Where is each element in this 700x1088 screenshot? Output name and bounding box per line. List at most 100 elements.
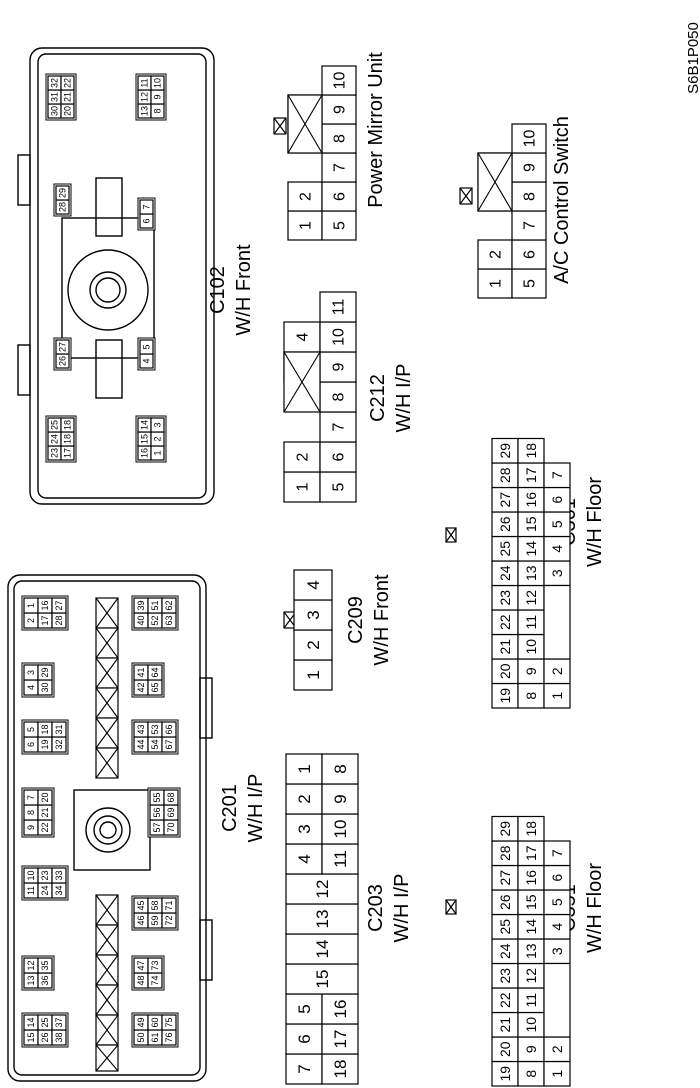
c102-pin: 13: [137, 103, 152, 119]
c201-pin: 14: [23, 1014, 39, 1031]
c212-pin: 5: [319, 471, 357, 503]
c201-pin: 29: [37, 664, 53, 681]
c201-pin: 31: [51, 721, 67, 738]
svg-text:49: 49: [136, 1017, 146, 1027]
ac-switch-pin: 8: [511, 181, 547, 212]
c102-pin: 16: [137, 445, 152, 461]
c212-pin: 4: [283, 321, 321, 353]
c201-pin: 76: [161, 1029, 177, 1046]
svg-text:1: 1: [298, 221, 315, 230]
svg-text:50: 50: [136, 1032, 146, 1042]
svg-text:13: 13: [523, 565, 539, 581]
c201-pin: 46: [133, 912, 149, 929]
c351-pin: 10: [517, 1011, 545, 1038]
c361-pin: 21: [491, 633, 519, 660]
svg-text:57: 57: [152, 822, 162, 832]
c201-pin: 53: [147, 721, 163, 738]
svg-text:20: 20: [497, 663, 513, 679]
c361-pin: 23: [491, 584, 519, 611]
c203-pin: 16: [321, 993, 359, 1025]
svg-text:51: 51: [150, 600, 160, 610]
svg-text:21: 21: [40, 807, 50, 817]
c201-pin: 72: [161, 912, 177, 929]
c361-pin: 13: [517, 560, 545, 587]
svg-text:10: 10: [153, 78, 163, 88]
svg-text:16: 16: [331, 1000, 350, 1019]
c201-pin: 63: [161, 612, 177, 629]
c203-pin: 14: [285, 933, 359, 965]
svg-text:17: 17: [523, 467, 539, 483]
svg-text:21: 21: [497, 1017, 513, 1033]
c201-pin: 6: [23, 736, 39, 753]
c102-pin: 10: [150, 75, 165, 91]
c361-pin: 25: [491, 535, 519, 562]
c102-pin: 23: [47, 445, 62, 461]
c201-harness: W/H I/P: [245, 774, 267, 843]
c201-blank-cavity: [95, 924, 119, 956]
svg-text:2: 2: [295, 794, 314, 803]
c212-pin: 10: [319, 321, 357, 353]
svg-text:31: 31: [54, 724, 64, 734]
c361-pin: 7: [543, 462, 571, 489]
c201-pin: 11: [23, 882, 39, 899]
svg-text:69: 69: [166, 807, 176, 817]
c361-pin: 10: [517, 633, 545, 660]
c351-pin: 29: [491, 815, 519, 842]
c201-pin: 67: [161, 736, 177, 753]
c361-pin: 9: [517, 658, 545, 685]
c201-pin: 41: [133, 664, 149, 681]
svg-text:68: 68: [166, 792, 176, 802]
c361-pin: 22: [491, 609, 519, 636]
c102-pin: 31: [47, 89, 62, 105]
c209-pin: 3: [293, 599, 333, 631]
svg-text:26: 26: [497, 894, 513, 910]
svg-text:4: 4: [142, 358, 152, 363]
svg-text:65: 65: [150, 682, 160, 692]
c203-pin: 10: [321, 813, 359, 845]
c361-blank-area: [543, 584, 571, 660]
ac-switch-pin: 7: [511, 210, 547, 241]
c351-pin: 25: [491, 913, 519, 940]
svg-text:27: 27: [54, 600, 64, 610]
c201-pin: 57: [149, 819, 165, 836]
svg-text:54: 54: [150, 739, 160, 749]
c351-pin: 27: [491, 864, 519, 891]
c201-pin: 16: [37, 597, 53, 614]
c201-pin: 37: [51, 1014, 67, 1031]
svg-text:28: 28: [58, 202, 68, 212]
svg-text:2: 2: [488, 250, 505, 259]
c212-pin: 9: [319, 351, 357, 383]
c201-pin: 18: [37, 721, 53, 738]
c102-pin: 1: [150, 445, 165, 461]
c203-pin: 12: [285, 873, 359, 905]
c201-pin: 55: [149, 789, 165, 806]
svg-text:61: 61: [150, 1032, 160, 1042]
c201-blank-cavity: [95, 954, 119, 986]
c201-pin: 26: [37, 1029, 53, 1046]
c203-pin: 4: [285, 843, 323, 875]
svg-text:22: 22: [497, 992, 513, 1008]
c201-pin: 56: [149, 804, 165, 821]
ac-switch-name: A/C Control Switch: [551, 116, 573, 284]
svg-text:5: 5: [549, 520, 565, 528]
svg-text:18: 18: [40, 724, 50, 734]
c203-pin: 7: [285, 1053, 323, 1085]
c102-harness: W/H Front: [233, 244, 255, 336]
svg-text:37: 37: [54, 1017, 64, 1027]
svg-text:36: 36: [40, 975, 50, 985]
svg-text:32: 32: [50, 78, 60, 88]
svg-text:3: 3: [549, 947, 565, 955]
svg-text:2: 2: [153, 436, 163, 441]
c201-blank-cavity: [95, 687, 119, 719]
svg-text:32: 32: [54, 739, 64, 749]
svg-text:18: 18: [523, 443, 539, 459]
svg-text:9: 9: [522, 163, 539, 172]
svg-text:4: 4: [295, 854, 314, 863]
c201-blank-cavity: [95, 657, 119, 689]
svg-text:5: 5: [295, 1004, 314, 1013]
svg-text:66: 66: [164, 724, 174, 734]
c351-pin: 18: [517, 815, 545, 842]
svg-text:14: 14: [313, 940, 332, 959]
svg-text:44: 44: [136, 739, 146, 749]
